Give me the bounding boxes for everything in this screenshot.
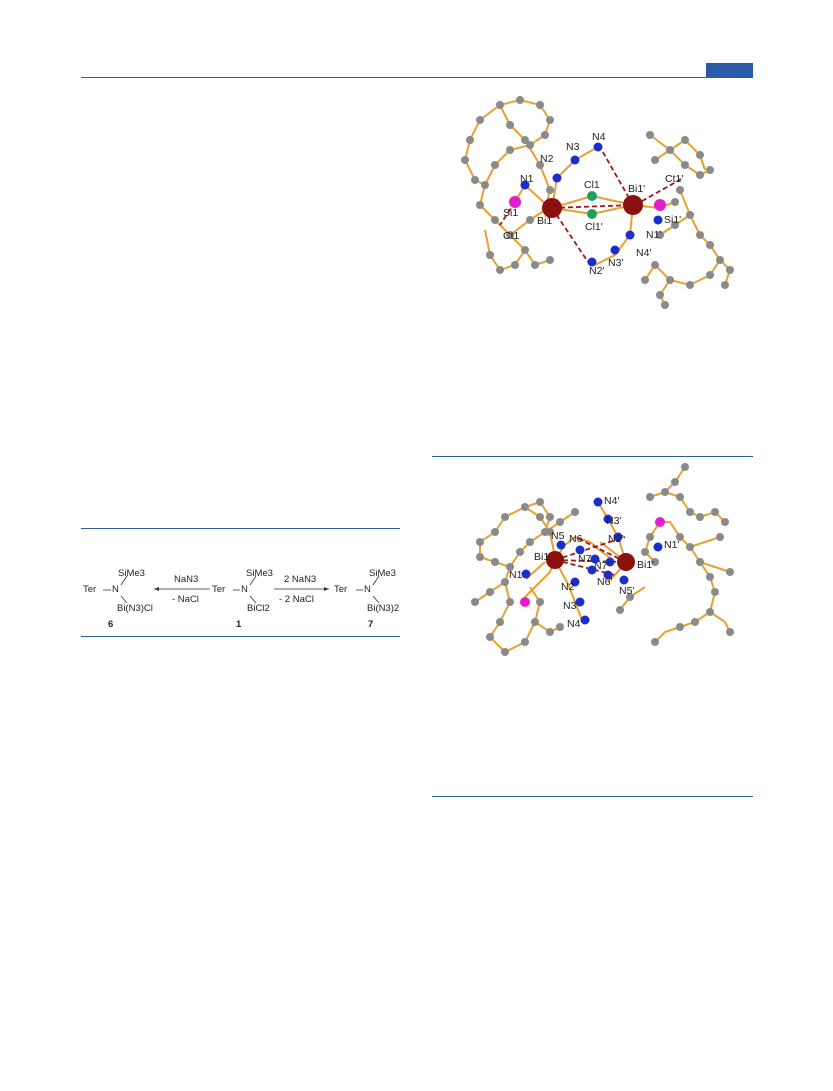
label-n4p: N4' [636,247,651,259]
mol6-bi: Bi(N3)Cl [117,603,153,614]
mol7-ter: Ter [334,584,348,595]
mol6-ter: Ter [83,584,97,595]
silicon-atoms-bottom [520,517,665,607]
label-n3p: N3' [606,515,621,527]
label-n3: N3 [563,600,577,612]
arrow-right-reagent: 2 NaN3 [284,574,317,585]
arrow-right-byproduct: - 2 NaCl [279,594,314,605]
label-n2p: N2' [589,265,604,277]
carbon-atoms-bottom [471,463,734,656]
mol7-n: N [364,584,371,595]
label-n1: N1 [509,569,523,581]
reaction-scheme: SiMe3 Ter N Bi(N3)Cl 6 NaN3 - NaCl SiMe3… [81,560,400,630]
label-n4: N4 [592,131,606,143]
scheme-bottom-rule [81,636,400,637]
mol1-sime3: SiMe3 [246,568,273,579]
label-ct1p: Ct1' [665,173,683,185]
scheme-lines [103,575,380,604]
label-bi1: Bi1 [534,551,549,563]
header-tab [706,63,753,77]
label-ct1: Ct1 [503,230,520,242]
label-n3p: N3' [608,257,623,269]
label-n1p: N1' [664,539,679,551]
figure-divider-rule [432,456,753,457]
label-n4p: N4' [604,495,619,507]
label-n7p: N7' [594,560,609,572]
label-cl1: Cl1 [584,179,600,191]
label-n2p: N2' [608,533,623,545]
label-n6: N6 [569,533,583,545]
bismuth-atoms-bottom [546,551,635,571]
molecule-figure-bottom: N4' N3' N5 N6 N2' N1' Bi1 N7 N7' Bi1' N1… [471,463,734,656]
label-n6p: N6' [597,576,612,588]
arrow-left-byproduct: - NaCl [172,594,199,605]
label-n2: N2 [561,581,575,593]
scheme-top-rule [81,528,400,529]
label-si1p: Si1' [664,214,681,226]
figure-bottom-rule [432,796,753,797]
molecule-figure-top: N4 N3 N2 N1 Cl1 Bi1' Ct1' Si1 Bi1 Cl1' S… [461,96,734,309]
mol7-number: 7 [368,619,374,630]
label-bi1p: Bi1' [628,183,645,195]
chlorine-atoms-top [587,191,597,219]
header-rule [81,77,753,78]
atom-labels-bottom: N4' N3' N5 N6 N2' N1' Bi1 N7 N7' Bi1' N1… [509,495,679,630]
bismuth-atoms-top [542,195,643,218]
mol6-sime3: SiMe3 [118,568,145,579]
label-si1: Si1 [503,207,518,219]
label-cl1p: Cl1' [585,221,603,233]
label-n5p: N5' [619,585,634,597]
mol6-number: 6 [108,619,114,630]
label-n4: N4 [567,618,581,630]
nitrogen-atoms-bottom [521,497,663,625]
label-n1p: N1' [646,229,661,241]
nitrogen-atoms-top [520,142,663,267]
label-n7: N7 [578,553,592,565]
carbon-atoms-top [461,96,734,309]
mol6-n: N [112,584,119,595]
label-n3: N3 [566,141,580,153]
atom-labels-top: N4 N3 N2 N1 Cl1 Bi1' Ct1' Si1 Bi1 Cl1' S… [503,131,683,277]
mol1-bi: BiCl2 [247,603,270,614]
mol7-sime3: SiMe3 [369,568,396,579]
mol1-n: N [241,584,248,595]
mol7-bi: Bi(N3)2 [367,603,400,614]
silicon-atoms-top [509,196,666,211]
mol1-number: 1 [236,619,242,630]
mol1-ter: Ter [212,584,226,595]
label-n2: N2 [540,153,554,165]
label-n1: N1 [520,173,534,185]
label-bi1: Bi1 [537,215,552,227]
label-n5: N5 [551,530,565,542]
arrow-left-reagent: NaN3 [174,574,199,585]
label-bi1p: Bi1' [637,559,654,571]
